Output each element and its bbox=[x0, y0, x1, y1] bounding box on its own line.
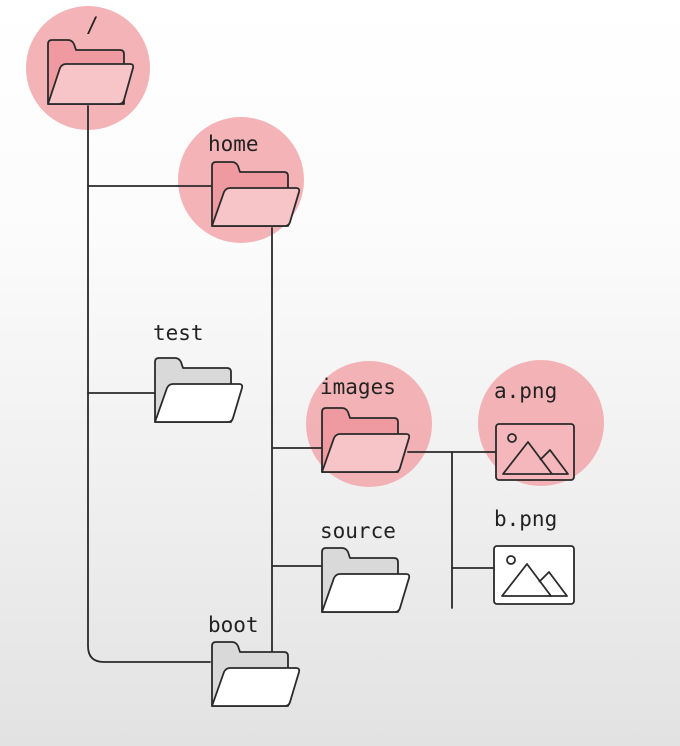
node-label-root: / bbox=[86, 13, 99, 37]
node-label-a-png: a.png bbox=[494, 379, 557, 403]
node-label-source: source bbox=[320, 519, 396, 543]
node-label-boot: boot bbox=[208, 613, 259, 637]
node-a-png[interactable]: a.png bbox=[494, 379, 575, 481]
node-label-home: home bbox=[208, 132, 259, 156]
node-home[interactable]: home bbox=[208, 132, 301, 227]
image-file-icon bbox=[493, 545, 575, 605]
tree-edges bbox=[87, 105, 497, 663]
node-label-test: test bbox=[153, 321, 204, 345]
node-root[interactable]: / bbox=[47, 13, 135, 105]
node-images[interactable]: images bbox=[320, 375, 411, 473]
node-b-png[interactable]: b.png bbox=[493, 507, 575, 605]
node-source[interactable]: source bbox=[320, 519, 411, 613]
edge-root-trunk bbox=[87, 105, 211, 663]
node-label-b-png: b.png bbox=[494, 507, 557, 531]
node-label-images: images bbox=[320, 375, 396, 399]
node-test[interactable]: test bbox=[153, 321, 244, 423]
node-boot[interactable]: boot bbox=[208, 613, 301, 707]
